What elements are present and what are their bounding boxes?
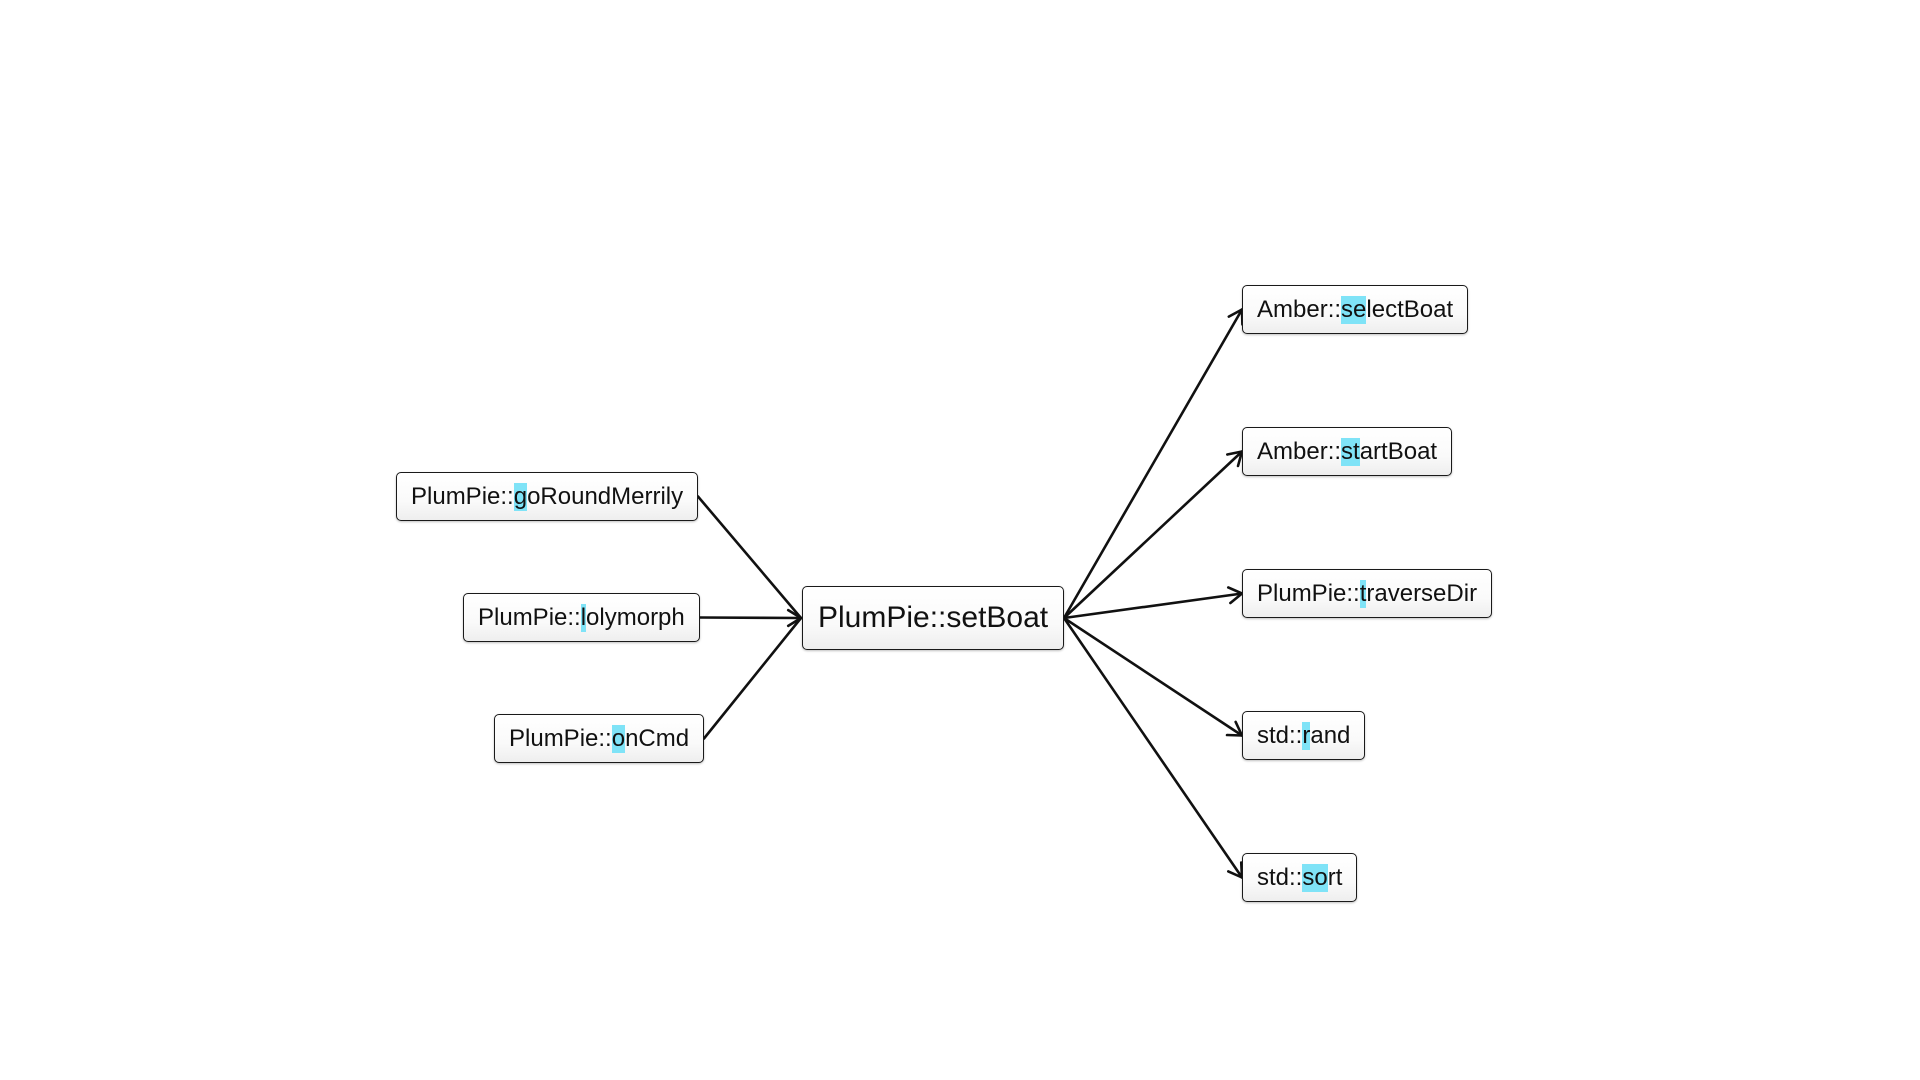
- match-highlight: t: [1359, 579, 1367, 608]
- node-rest: and: [1310, 721, 1351, 749]
- call-edge-traverseDir: [1062, 592, 1244, 620]
- match-highlight: st: [1341, 437, 1360, 466]
- call-edge-goRoundMerrily: [696, 495, 803, 620]
- node-rest: raverseDir: [1366, 579, 1478, 607]
- call-edge-lolymorph: [698, 616, 803, 620]
- call-edge-rand: [1062, 616, 1244, 737]
- node-rest: rt: [1327, 863, 1343, 891]
- call-edge-onCmd: [702, 616, 803, 740]
- match-highlight: g: [513, 482, 528, 511]
- node-rest: artBoat: [1359, 437, 1438, 465]
- node-label: PlumPie::setBoat: [818, 601, 1049, 634]
- node-prefix: PlumPie::: [478, 603, 581, 631]
- match-highlight: l: [580, 603, 587, 632]
- node-prefix: Amber::: [1257, 295, 1342, 323]
- node-prefix: Amber::: [1257, 437, 1342, 465]
- node-prefix: PlumPie::: [411, 482, 514, 510]
- call-edge-selectBoat: [1062, 308, 1244, 620]
- match-highlight: so: [1302, 863, 1328, 892]
- node-rest: oRoundMerrily: [527, 482, 684, 510]
- call-edge-sort: [1062, 616, 1244, 879]
- center-node-setBoat[interactable]: PlumPie::setBoat: [802, 586, 1065, 650]
- arrowhead-into-setBoat: [786, 608, 803, 628]
- node-prefix: PlumPie::: [1257, 579, 1360, 607]
- node-prefix: PlumPie::: [509, 724, 612, 752]
- node-prefix: std::: [1257, 721, 1303, 749]
- match-highlight: o: [611, 724, 626, 753]
- node-rest: lectBoat: [1366, 295, 1454, 323]
- node-rest: nCmd: [625, 724, 690, 752]
- node-prefix: std::: [1257, 863, 1303, 891]
- match-highlight: se: [1341, 295, 1367, 324]
- match-highlight: r: [1302, 721, 1311, 750]
- call-edge-startBoat: [1062, 450, 1244, 620]
- arrowhead-rand: [1225, 720, 1244, 737]
- node-rest: olymorph: [586, 603, 685, 631]
- arrowhead-sort: [1227, 861, 1244, 879]
